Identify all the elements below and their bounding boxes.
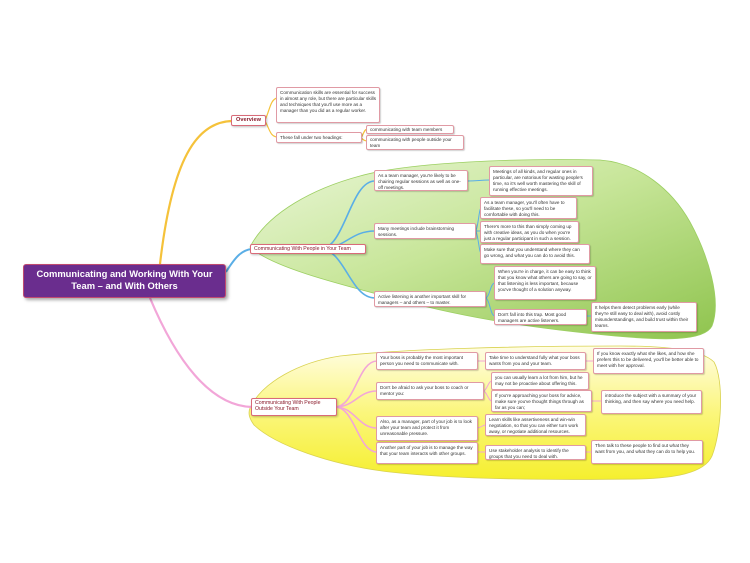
branch-team[interactable]: Communicating With People in Your Team bbox=[250, 244, 366, 254]
branch-overview[interactable]: Overview bbox=[231, 115, 266, 126]
outside-boss-approval[interactable]: If you know exactly what she likes, and … bbox=[593, 348, 704, 374]
overview-heading-team-members[interactable]: communicating with team members bbox=[366, 125, 454, 134]
root-handle-icon bbox=[25, 284, 28, 287]
connector-sessions-detail bbox=[466, 179, 491, 182]
connector-manage bbox=[334, 406, 378, 453]
team-brainstorm-creative[interactable]: There's more to this than simply coming … bbox=[480, 221, 579, 243]
outside-boss[interactable]: Your boss is probably the most important… bbox=[376, 352, 478, 370]
outside-ask-boss[interactable]: Don't be afraid to ask your boss to coac… bbox=[376, 382, 484, 400]
team-brainstorming[interactable]: Many meetings include brainstorming sess… bbox=[374, 223, 476, 239]
connector-overview-headings bbox=[264, 120, 278, 138]
connector-listening-2 bbox=[484, 297, 496, 317]
connector-team bbox=[225, 248, 253, 273]
outside-manage[interactable]: Another part of your job is to manage th… bbox=[376, 442, 478, 464]
connector-ask-boss bbox=[334, 390, 378, 408]
connector-overview bbox=[158, 119, 233, 265]
team-listening-active[interactable]: Don't fall into this trap. Most good man… bbox=[494, 309, 587, 325]
team-brainstorm-avoid[interactable]: Make sure that you understand where they… bbox=[480, 244, 590, 264]
connector-overview-detail bbox=[264, 97, 278, 121]
outside-ask-learn[interactable]: you can usually learn a lot from him, bu… bbox=[491, 372, 589, 390]
connector-outside bbox=[148, 297, 253, 409]
outside-protect-skills[interactable]: Learn skills like assertiveness and win-… bbox=[485, 414, 586, 436]
connector-boss bbox=[334, 360, 378, 408]
overview-heading-outside[interactable]: communicating with people outside your t… bbox=[366, 135, 464, 150]
team-sessions-detail[interactable]: Meetings of all kinds, and regular ones … bbox=[489, 166, 593, 196]
team-listening[interactable]: Active listening is another important sk… bbox=[374, 291, 486, 307]
outside-protect[interactable]: Also, as a manager, part of your job is … bbox=[376, 416, 478, 441]
connector-listening-1 bbox=[484, 282, 496, 299]
outside-ask-summary[interactable]: introduce the subject with a summary of … bbox=[601, 390, 702, 414]
outside-manage-stakeholder[interactable]: Use stakeholder analysis to identify the… bbox=[485, 445, 586, 460]
team-listening-benefits[interactable]: It helps them detect problems early (whi… bbox=[591, 302, 697, 332]
outside-manage-talk[interactable]: Then talk to these people to find out wh… bbox=[591, 440, 703, 464]
branch-outside[interactable]: Communicating With People Outside Your T… bbox=[251, 398, 337, 416]
team-sessions[interactable]: As a team manager, you're likely to be c… bbox=[374, 170, 468, 191]
overview-detail[interactable]: Communication skills are essential for s… bbox=[276, 87, 380, 123]
team-brainstorm-facilitate[interactable]: As a team manager, you'll often have to … bbox=[480, 197, 577, 219]
overview-two-headings[interactable]: These fall under two headings: bbox=[276, 132, 362, 143]
outside-ask-advice[interactable]: If you're approaching your boss for advi… bbox=[491, 390, 592, 412]
outside-boss-understand[interactable]: Take time to understand fully what your … bbox=[485, 352, 586, 370]
team-listening-trap[interactable]: When you're in charge, it can be easy to… bbox=[494, 266, 596, 300]
central-topic[interactable]: Communicating and Working With Your Team… bbox=[23, 264, 226, 298]
